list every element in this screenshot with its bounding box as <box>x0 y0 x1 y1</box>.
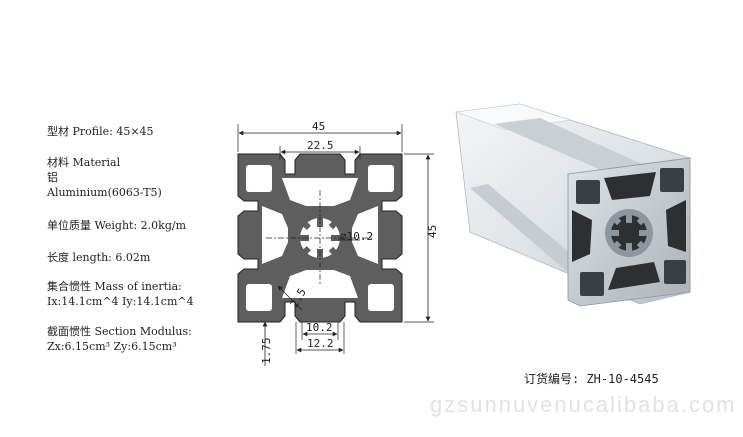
profile-label: 型材 Profile: 45×45 <box>47 125 154 138</box>
end-cavity-tl <box>576 180 600 204</box>
profile-spec: 型材 Profile: 45×45 <box>47 124 154 139</box>
material-value: Aluminium(6063-T5) <box>47 186 162 199</box>
end-cavity-tr <box>660 168 684 192</box>
corner-cavity-tl <box>246 165 272 192</box>
dim-height: 45 <box>426 225 439 238</box>
inertia-title: 集合惯性 Mass of inertia: <box>47 280 182 293</box>
dim-slot-outer: 12.2 <box>307 337 334 350</box>
corner-cavity-br <box>368 284 394 311</box>
end-cavity-br <box>664 260 686 284</box>
dim-bore: ⌀10.2 <box>340 230 373 243</box>
inertia-spec: 集合惯性 Mass of inertia: Ix:14.1cm^4 Iy:14.… <box>47 279 194 309</box>
dim-slot-depth: 1.75 <box>260 338 273 365</box>
dim-slot-inner: 10.2 <box>306 321 333 334</box>
dim-slot-pitch: 22.5 <box>307 139 334 152</box>
end-t-slot-top <box>604 172 656 200</box>
corner-cavity-bl <box>246 284 272 311</box>
length-spec: 长度 length: 6.02m <box>47 250 150 265</box>
end-t-slot-left <box>572 210 592 262</box>
length-label: 长度 length: 6.02m <box>47 251 151 264</box>
weight-spec: 单位质量 Weight: 2.0kg/m <box>47 218 186 233</box>
corner-cavity-tr <box>368 165 394 192</box>
end-cavity-bl <box>580 272 604 296</box>
modulus-title: 截面惯性 Section Modulus: <box>47 325 192 338</box>
modulus-values: Zx:6.15cm³ Zy:6.15cm³ <box>47 340 177 353</box>
dim-wall-leader <box>277 285 303 311</box>
end-t-slot-bottom <box>608 262 660 290</box>
material-spec: 材料 Material 铝 Aluminium(6063-T5) <box>47 155 162 200</box>
modulus-spec: 截面惯性 Section Modulus: Zx:6.15cm³ Zy:6.15… <box>47 324 192 354</box>
end-t-slot-right <box>666 200 686 252</box>
end-bore <box>611 215 647 251</box>
material-title: 材料 Material <box>47 156 121 169</box>
t-slot-right <box>352 206 378 264</box>
weight-label: 单位质量 Weight: 2.0kg/m <box>47 219 187 232</box>
top-slot-groove <box>494 118 660 178</box>
left-slot-groove <box>470 184 590 276</box>
watermark: gzsunnuvenucalibaba.com <box>430 392 737 417</box>
dim-width: 45 <box>312 120 325 133</box>
order-number: 订货编号: ZH-10-4545 <box>524 372 659 386</box>
inertia-values: Ix:14.1cm^4 Iy:14.1cm^4 <box>47 295 194 308</box>
t-slot-left <box>262 206 288 264</box>
material-cn: 铝 <box>47 171 58 184</box>
